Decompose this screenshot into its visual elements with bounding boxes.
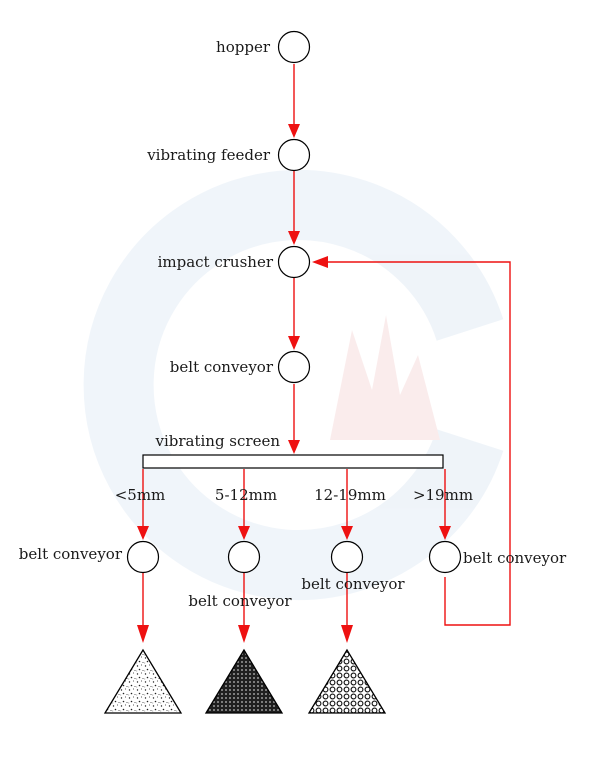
size-label-lt5: <5mm <box>115 486 166 504</box>
size-label-gt19: >19mm <box>413 486 473 504</box>
belt-conveyor-4-label: belt conveyor <box>463 549 567 567</box>
vibrating-feeder-label: vibrating feeder <box>146 146 271 164</box>
belt-conveyor-2-node <box>227 540 261 574</box>
belt-conveyor-1-node <box>126 540 160 574</box>
product-pile-fine-icon <box>103 648 183 714</box>
return-loop <box>312 256 511 626</box>
hopper-node <box>277 30 311 64</box>
belt-conveyor-main-label: belt conveyor <box>170 358 274 376</box>
product-pile-medium-icon <box>204 648 284 714</box>
belt-conveyor-4-node <box>428 540 462 574</box>
impact-crusher-label: impact crusher <box>158 253 274 271</box>
vibrating-feeder-node <box>277 138 311 172</box>
main-flow-lines <box>288 64 300 454</box>
belt-conveyor-1-label: belt conveyor <box>19 545 123 563</box>
size-label-12-19: 12-19mm <box>314 486 386 504</box>
branch-lines <box>137 469 451 643</box>
vibrating-screen-bar <box>142 454 444 469</box>
product-pile-coarse-icon <box>307 648 387 714</box>
belt-conveyor-3-node <box>330 540 364 574</box>
vibrating-screen-label: vibrating screen <box>154 432 280 450</box>
impact-crusher-node <box>277 245 311 279</box>
belt-conveyor-main-node <box>277 350 311 384</box>
hopper-label: hopper <box>216 38 271 56</box>
belt-conveyor-2-label: belt conveyor <box>188 592 292 610</box>
belt-conveyor-3-label: belt conveyor <box>301 575 405 593</box>
size-label-5-12: 5-12mm <box>215 486 277 504</box>
